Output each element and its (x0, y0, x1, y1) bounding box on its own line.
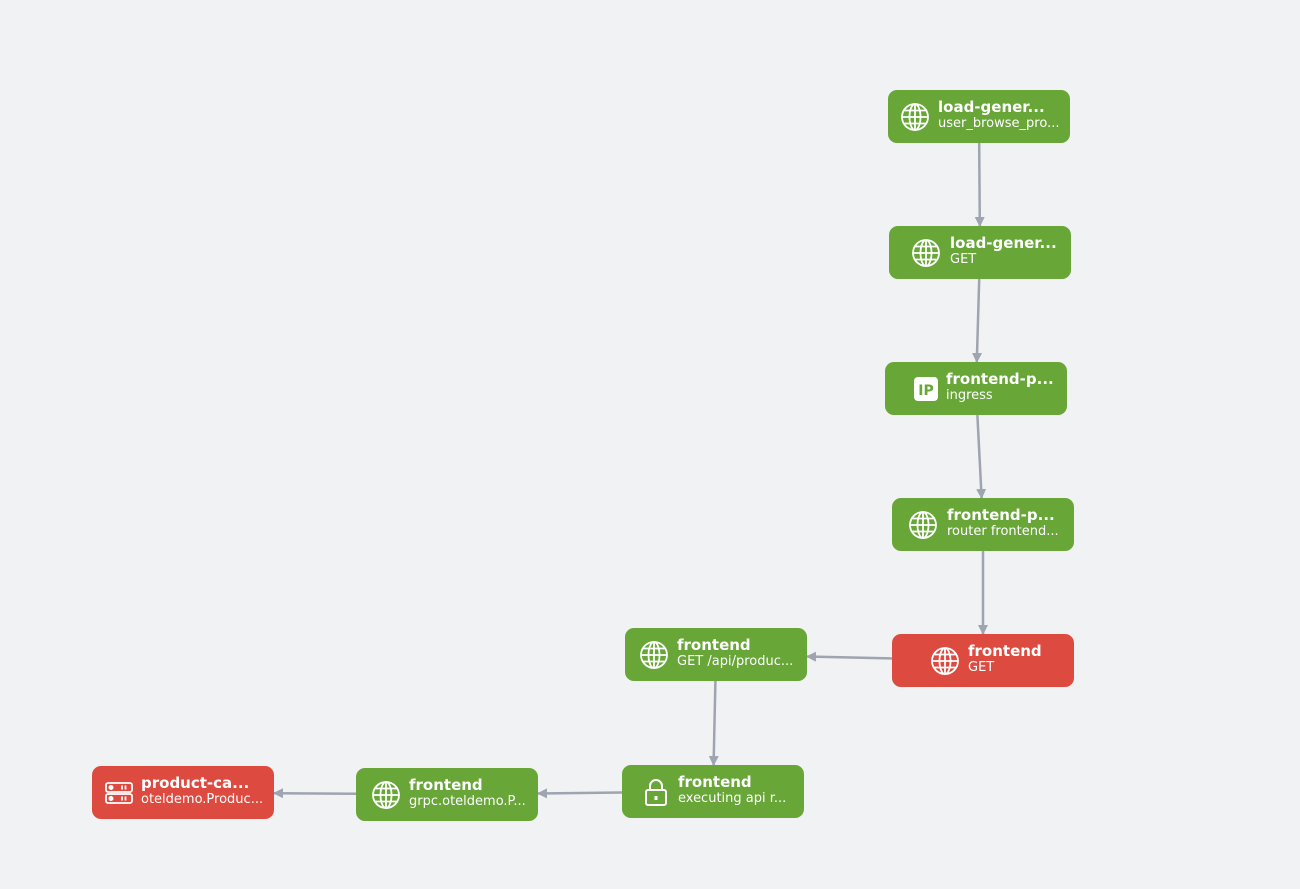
globe-icon (639, 640, 669, 670)
node-service-name: frontend (409, 776, 483, 794)
span-node-n1[interactable]: load-gener...user_browse_pro... (888, 90, 1070, 143)
globe-icon (900, 102, 930, 132)
node-operation-name: oteldemo.Produc... (141, 792, 264, 807)
node-operation-name: GET (968, 660, 995, 675)
database-icon (104, 778, 134, 808)
node-operation-name: GET (950, 252, 977, 267)
edge-n8-n9 (273, 788, 357, 799)
span-node-n3[interactable]: IP frontend-p...ingress (885, 362, 1067, 415)
edge-n1-n2 (974, 142, 985, 227)
node-service-name: frontend (968, 642, 1042, 660)
svg-text:IP: IP (918, 383, 933, 399)
node-operation-name: executing api r... (678, 791, 787, 806)
edge-n7-n8 (537, 788, 623, 799)
node-operation-name: router frontend... (947, 524, 1059, 539)
span-node-n2[interactable]: load-gener...GET (889, 226, 1071, 279)
edge-n6-n7 (708, 680, 719, 766)
globe-icon (371, 780, 401, 810)
node-service-name: load-gener... (950, 234, 1057, 252)
node-operation-name: GET /api/produc... (677, 654, 794, 669)
node-service-name: product-ca... (141, 774, 250, 792)
globe-icon (930, 646, 960, 676)
node-service-name: frontend (677, 636, 751, 654)
node-operation-name: grpc.oteldemo.P... (409, 794, 526, 809)
node-service-name: frontend-p... (947, 506, 1055, 524)
edge-n2-n3 (972, 278, 983, 363)
span-node-n9[interactable]: product-ca...oteldemo.Produc... (92, 766, 274, 819)
edge-n5-n6 (806, 651, 893, 662)
ip-icon: IP (911, 374, 941, 404)
node-service-name: load-gener... (938, 98, 1045, 116)
node-operation-name: ingress (946, 388, 993, 403)
node-service-name: frontend (678, 773, 752, 791)
lock-icon (641, 777, 671, 807)
globe-icon (908, 510, 938, 540)
node-operation-name: user_browse_pro... (938, 116, 1060, 131)
span-node-n4[interactable]: frontend-p...router frontend... (892, 498, 1074, 551)
globe-icon (911, 238, 941, 268)
node-service-name: frontend-p... (946, 370, 1054, 388)
edge-n3-n4 (976, 414, 987, 499)
